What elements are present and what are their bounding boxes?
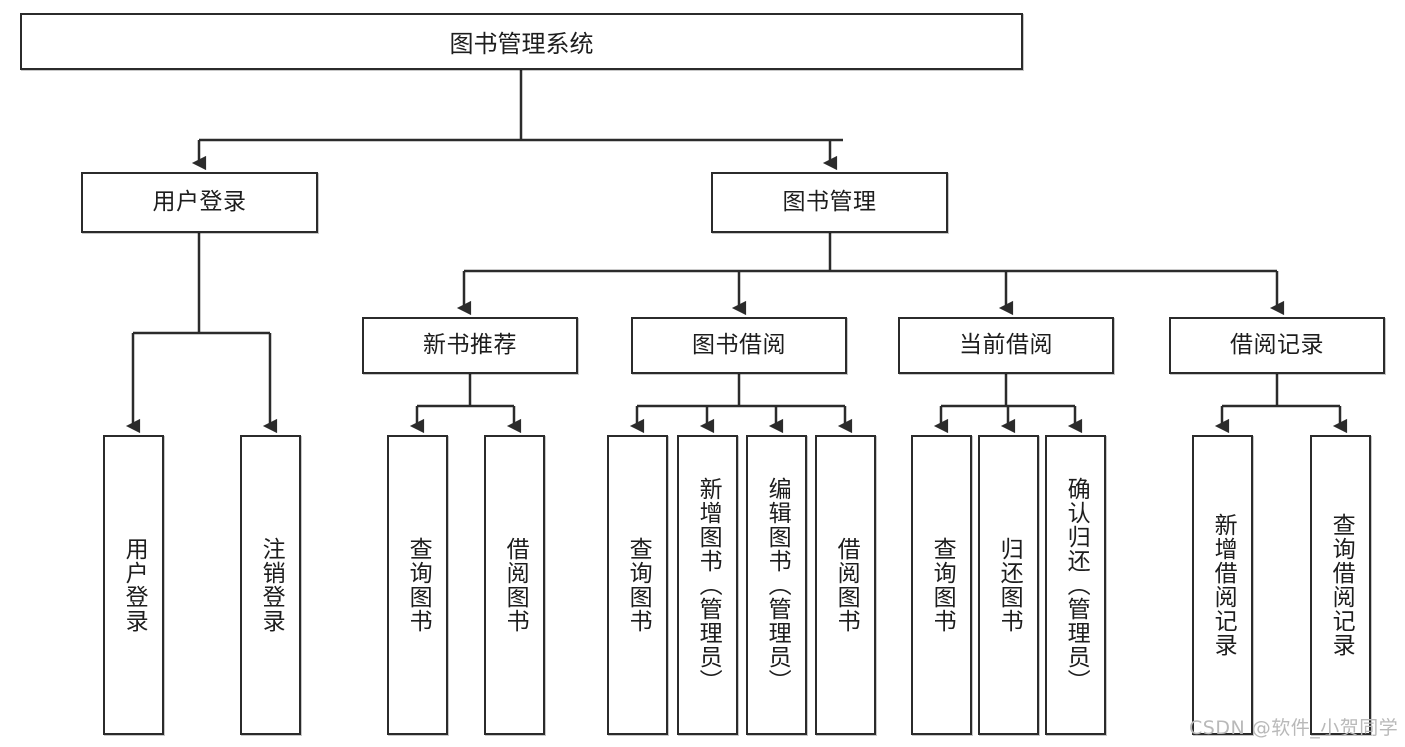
leaf-borrow-borrow-book[interactable]: 借阅图书 [815, 435, 876, 735]
leaf-recommend-borrow-book[interactable]: 借阅图书 [484, 435, 545, 735]
leaf-label: 查询图书 [929, 537, 956, 633]
node-root-system[interactable]: 图书管理系统 [20, 13, 1023, 70]
leaf-label: 新增借阅记录 [1210, 513, 1237, 657]
leaf-label: 查询图书 [625, 537, 652, 633]
leaf-label: 查询借阅记录 [1328, 513, 1355, 657]
leaf-user-logout[interactable]: 注销登录 [240, 435, 301, 735]
leaf-record-add-borrow-record[interactable]: 新增借阅记录 [1192, 435, 1253, 735]
node-label: 用户登录 [152, 188, 247, 215]
leaf-current-query-book[interactable]: 查询图书 [911, 435, 972, 735]
leaf-label: 借阅图书 [502, 537, 529, 633]
node-book-borrow[interactable]: 图书借阅 [631, 317, 847, 374]
csdn-watermark: CSDN @软件_小贺同学 [1189, 717, 1399, 739]
leaf-borrow-add-book-admin[interactable]: 新增图书（管理员） [677, 435, 738, 735]
node-borrow-record[interactable]: 借阅记录 [1169, 317, 1385, 374]
leaf-label: 编辑图书（管理员） [764, 477, 791, 693]
node-new-book-recommend[interactable]: 新书推荐 [362, 317, 578, 374]
leaf-label: 借阅图书 [833, 537, 860, 633]
node-user-login[interactable]: 用户登录 [81, 172, 318, 233]
node-label: 当前借阅 [959, 331, 1053, 358]
leaf-user-login[interactable]: 用户登录 [103, 435, 164, 735]
leaf-label: 确认归还（管理员） [1063, 477, 1090, 693]
node-book-management[interactable]: 图书管理 [711, 172, 948, 233]
node-label: 图书管理 [782, 188, 877, 215]
node-label: 图书借阅 [692, 331, 786, 358]
node-label: 借阅记录 [1230, 331, 1324, 358]
leaf-label: 注销登录 [258, 537, 285, 633]
leaf-borrow-edit-book-admin[interactable]: 编辑图书（管理员） [746, 435, 807, 735]
leaf-current-return-book[interactable]: 归还图书 [978, 435, 1039, 735]
node-label: 新书推荐 [423, 331, 517, 358]
leaf-borrow-query-book[interactable]: 查询图书 [607, 435, 668, 735]
leaf-label: 归还图书 [996, 537, 1023, 633]
leaf-label: 用户登录 [121, 537, 148, 633]
leaf-record-query-borrow-record[interactable]: 查询借阅记录 [1310, 435, 1371, 735]
leaf-label: 查询图书 [405, 537, 432, 633]
node-current-borrow[interactable]: 当前借阅 [898, 317, 1114, 374]
leaf-recommend-query-book[interactable]: 查询图书 [387, 435, 448, 735]
leaf-label: 新增图书（管理员） [695, 477, 722, 693]
leaf-current-confirm-return-admin[interactable]: 确认归还（管理员） [1045, 435, 1106, 735]
node-label: 图书管理系统 [449, 30, 594, 58]
